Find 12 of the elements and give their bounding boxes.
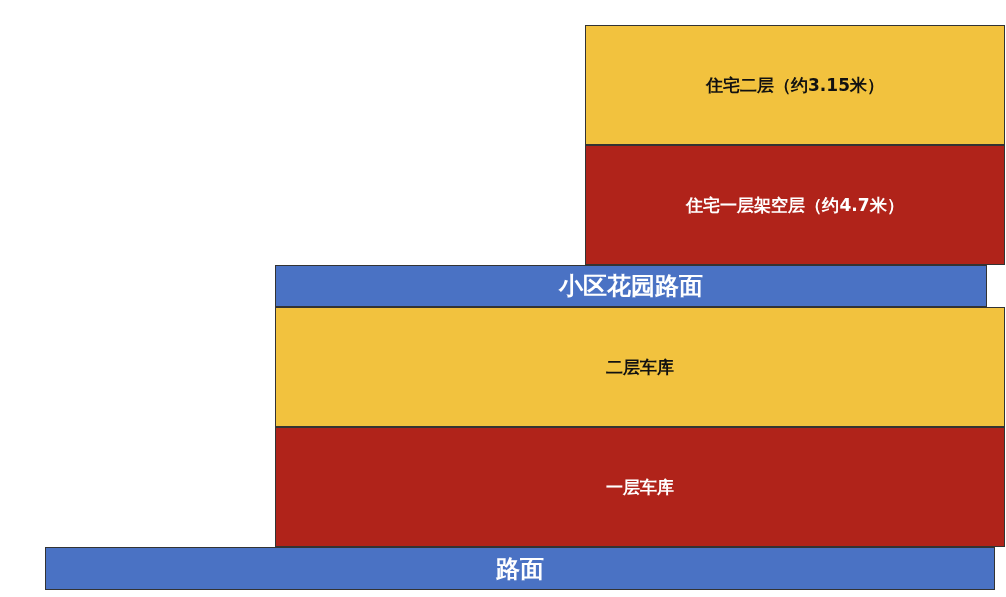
ground-band: [45, 547, 995, 590]
floor-label: 住宅二层（约3.15米）: [706, 73, 884, 97]
ground-band: [275, 265, 987, 307]
floor-block: [585, 145, 1005, 265]
floor-block: [275, 427, 1005, 547]
floor-label: 小区花园路面: [559, 271, 703, 302]
floor-block: [275, 307, 1005, 427]
floor-label: 二层车库: [606, 355, 674, 379]
floor-label: 一层车库: [606, 475, 674, 499]
floor-label: 路面: [496, 553, 544, 585]
floor-label: 住宅一层架空层（约4.7米）: [686, 193, 904, 217]
floor-block: [585, 25, 1005, 145]
